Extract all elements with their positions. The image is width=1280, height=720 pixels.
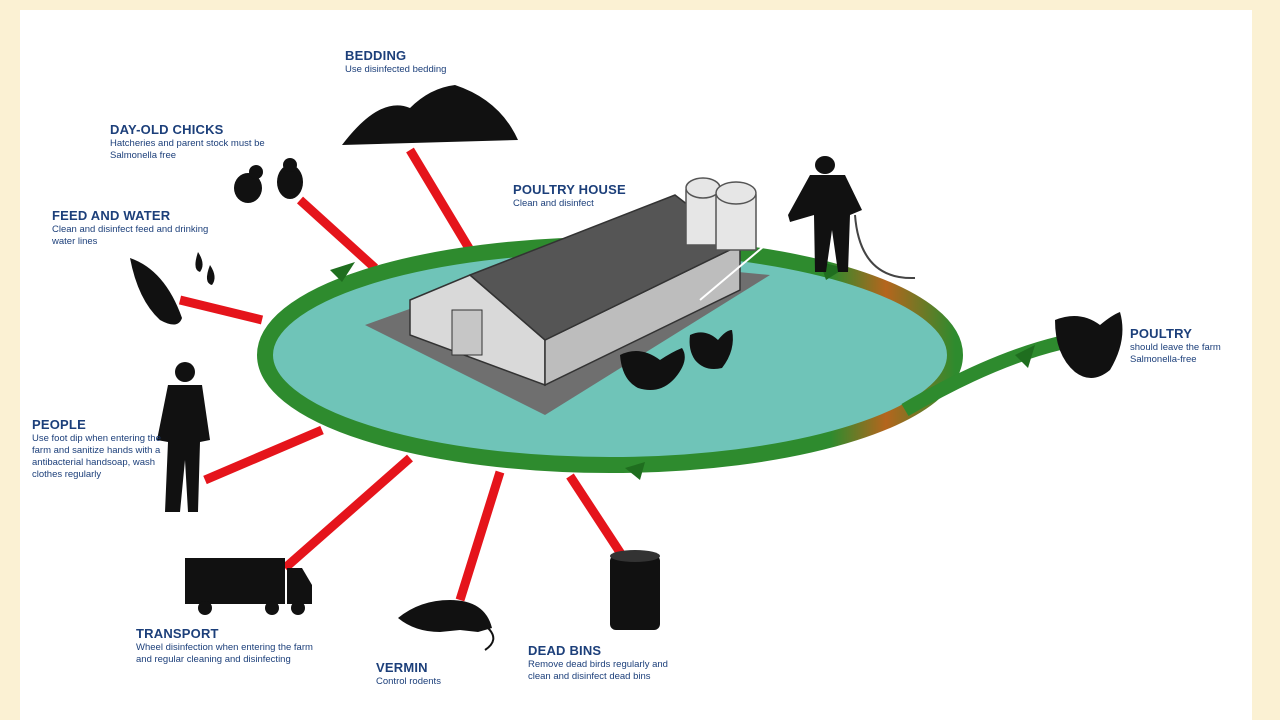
label-dead-bins: DEAD BINS Remove dead birds regularly an… — [528, 643, 668, 683]
spoke-transport — [282, 454, 413, 572]
label-poultry-house: POULTRY HOUSE Clean and disinfect — [513, 182, 626, 210]
label-desc: Use foot dip when entering the farm and … — [32, 433, 161, 480]
label-poultry: POULTRY should leave the farm Salmonella… — [1130, 326, 1255, 366]
label-people: PEOPLE Use foot dip when entering the fa… — [32, 417, 172, 481]
label-title: PEOPLE — [32, 417, 86, 432]
label-title: FEED AND WATER — [52, 208, 171, 223]
hose — [854, 214, 916, 280]
label-desc: should leave the farm Salmonella-free — [1130, 342, 1221, 365]
label-desc: Clean and disinfect feed and drinking wa… — [52, 224, 209, 247]
label-title: POULTRY — [1130, 326, 1193, 341]
barrel-icon — [610, 550, 660, 630]
label-title: TRANSPORT — [136, 626, 219, 641]
spoke-vermin — [455, 470, 505, 602]
rat-icon — [398, 600, 495, 651]
worker-icon — [788, 156, 862, 272]
spoke-people — [203, 425, 324, 485]
red-spokes — [178, 147, 629, 602]
label-vermin: VERMIN Control rodents — [376, 660, 441, 688]
label-feed-and-water: FEED AND WATER Clean and disinfect feed … — [52, 208, 222, 248]
chick-icon — [234, 158, 303, 203]
label-title: DEAD BINS — [528, 643, 602, 658]
spoke-bedding — [406, 147, 474, 253]
label-desc: Control rodents — [376, 676, 441, 687]
spoke-deadbins — [566, 473, 629, 563]
label-desc: Hatcheries and parent stock must be Salm… — [110, 138, 265, 161]
feed-leaf-icon — [130, 258, 182, 325]
label-transport: TRANSPORT Wheel disinfection when enteri… — [136, 626, 326, 666]
hen-icon — [620, 312, 1123, 391]
spray-stream — [699, 219, 796, 301]
label-desc: Clean and disinfect — [513, 198, 594, 209]
truck-icon — [185, 558, 312, 615]
exit-path — [901, 336, 1062, 417]
spoke-feed — [178, 295, 264, 325]
silo-icon — [685, 177, 757, 251]
person-icon — [157, 362, 210, 512]
label-title: BEDDING — [345, 48, 407, 63]
spoke-chicks — [296, 196, 379, 272]
label-desc: Use disinfected bedding — [345, 64, 447, 75]
label-title: VERMIN — [376, 660, 428, 675]
poultry-house-icon — [409, 194, 742, 387]
label-title: DAY-OLD CHICKS — [110, 122, 224, 137]
label-day-old-chicks: DAY-OLD CHICKS Hatcheries and parent sto… — [110, 122, 290, 162]
label-bedding: BEDDING Use disinfected bedding — [345, 48, 446, 76]
water-drops-icon — [195, 252, 215, 285]
label-desc: Remove dead birds regularly and clean an… — [528, 659, 668, 682]
label-desc: Wheel disinfection when entering the far… — [136, 642, 313, 665]
bedding-pile-icon — [342, 85, 518, 145]
label-title: POULTRY HOUSE — [513, 182, 626, 197]
